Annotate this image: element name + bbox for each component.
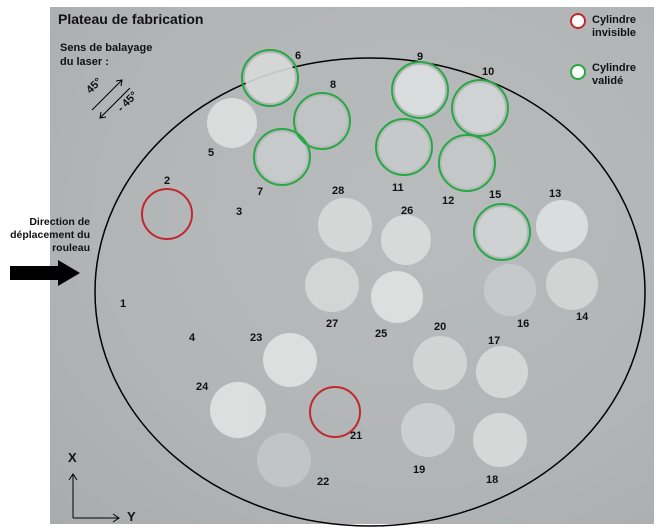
cylinder-15: [477, 207, 527, 257]
cylinder-label-20: 20: [434, 321, 447, 333]
cylinder-18: [473, 413, 527, 467]
roller-arrow-head: [58, 260, 80, 286]
cylinder-label-1: 1: [120, 298, 127, 310]
cylinder-24: [210, 382, 266, 438]
cylinder-label-4: 4: [189, 332, 196, 344]
cylinder-label-14: 14: [576, 311, 589, 323]
cylinder-20: [413, 336, 467, 390]
cylinder-10: [455, 83, 505, 133]
cylinder-13: [536, 200, 588, 252]
cylinder-9: [395, 65, 445, 115]
cylinder-label-27: 27: [326, 318, 339, 330]
cylinder-label-8: 8: [330, 79, 337, 91]
cylinder-label-16: 16: [517, 318, 530, 330]
cylinder-label-21: 21: [350, 430, 363, 442]
build-plate-photo: [50, 7, 654, 524]
cylinder-25: [371, 271, 423, 323]
cylinder-16: [484, 264, 536, 316]
validated-rings: [241, 49, 531, 261]
cylinder-label-18: 18: [486, 474, 499, 486]
cylinder-22: [257, 433, 311, 487]
legend-validated-marker: [570, 64, 586, 80]
cylinder-17: [476, 346, 528, 398]
cylinder-label-26: 26: [401, 205, 414, 217]
xy-axes: [68, 473, 120, 523]
cylinder-28: [318, 198, 372, 252]
cylinder-label-15: 15: [489, 189, 502, 201]
cylinder-14: [546, 258, 598, 310]
cylinder-label-17: 17: [488, 335, 501, 347]
scan-direction-label: Sens de balayage du laser :: [60, 42, 153, 68]
axis-y-label: Y: [127, 509, 136, 524]
roller-arrow-body: [10, 266, 60, 280]
legend-validated-label: Cylindre validé: [592, 62, 637, 87]
cylinder-5: [207, 98, 257, 148]
cylinder-label-6: 6: [295, 50, 302, 62]
cylinders: [174, 53, 598, 487]
roller-direction-label: Direction de déplacement du rouleau: [10, 216, 90, 254]
legend-invisible-label: Cylindre invisible: [592, 14, 637, 39]
cylinder-label-7: 7: [257, 186, 264, 198]
cylinder-label-22: 22: [317, 476, 330, 488]
cylinder-8: [297, 96, 347, 146]
cylinder-label-24: 24: [196, 381, 209, 393]
cylinder-27: [305, 258, 359, 312]
cylinder-label-19: 19: [413, 464, 426, 476]
cylinder-11: [379, 122, 429, 172]
axis-x-label: X: [68, 450, 77, 465]
cylinder-label-23: 23: [250, 332, 263, 344]
cylinder-label-10: 10: [482, 66, 495, 78]
cylinder-6: [245, 53, 295, 103]
cylinder-label-11: 11: [392, 182, 404, 194]
cylinder-19: [401, 403, 455, 457]
cylinder-label-3: 3: [236, 206, 243, 218]
cylinder-label-12: 12: [442, 195, 455, 207]
plate-title: Plateau de fabrication: [58, 11, 204, 27]
invisible-rings: [141, 188, 361, 438]
cylinder-23: [263, 333, 317, 387]
scan-direction-arrows: [91, 79, 131, 119]
cylinder-label-28: 28: [332, 185, 345, 197]
cylinder-label-13: 13: [549, 188, 562, 200]
cylinder-label-25: 25: [375, 328, 388, 340]
cylinder-12: [442, 138, 492, 188]
cylinder-label-9: 9: [417, 51, 424, 63]
cylinder-4: [174, 272, 230, 328]
cylinder-label-2: 2: [164, 175, 171, 187]
cylinder-26: [381, 215, 431, 265]
plate-outline: [94, 57, 646, 527]
cylinder-7: [257, 132, 307, 182]
cylinder-label-5: 5: [208, 147, 215, 159]
cylinder-3: [208, 219, 260, 271]
legend-invisible-marker: [570, 13, 586, 29]
